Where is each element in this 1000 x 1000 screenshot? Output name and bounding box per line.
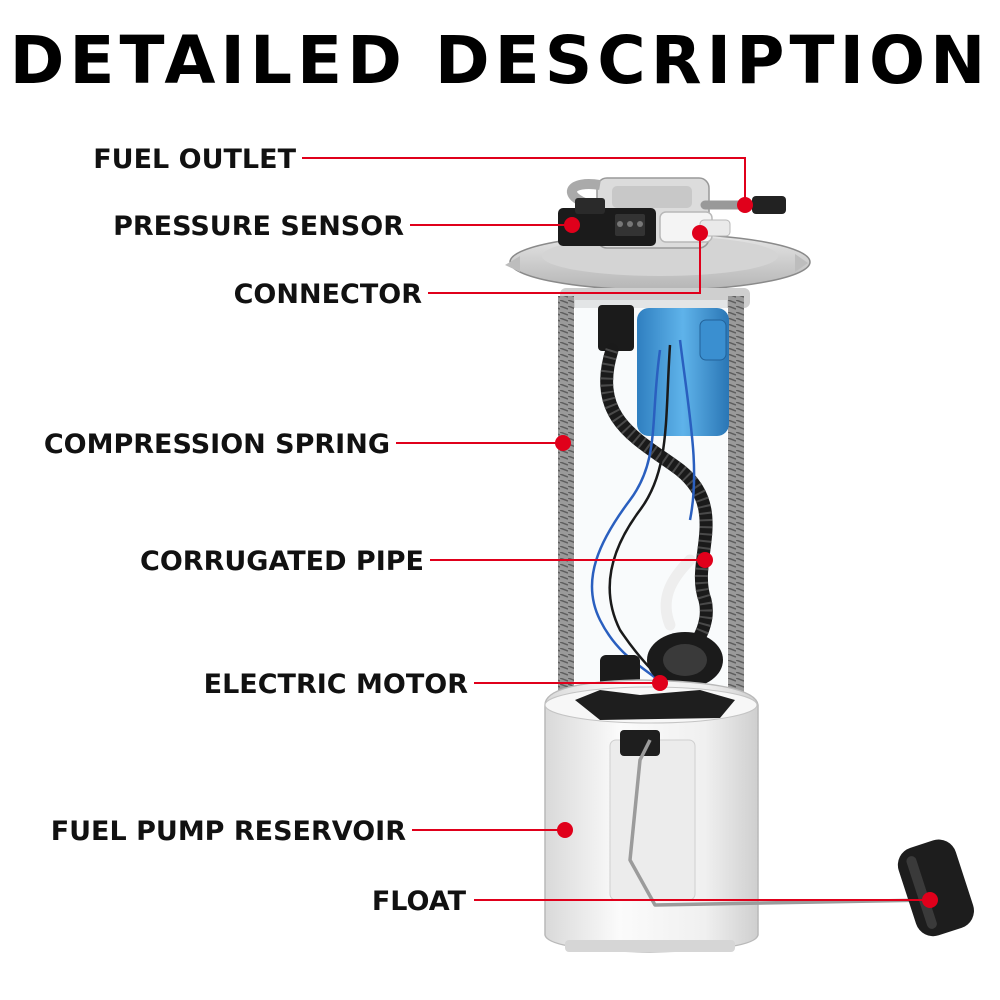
pressure-sensor-part: [558, 198, 656, 246]
label-pressure-sensor: PRESSURE SENSOR: [113, 211, 404, 242]
marker-pressure-sensor: [564, 217, 580, 233]
reservoir-cup: [544, 679, 759, 953]
label-corrugated-pipe: CORRUGATED PIPE: [140, 546, 424, 577]
marker-corrugated-pipe: [697, 552, 713, 568]
label-fuel-outlet: FUEL OUTLET: [93, 144, 296, 175]
labels: FUEL OUTLET PRESSURE SENSOR CONNECTOR CO…: [44, 144, 468, 917]
white-tube: [660, 554, 696, 631]
label-fuel-pump-reservoir: FUEL PUMP RESERVOIR: [51, 816, 407, 847]
label-compression-spring: COMPRESSION SPRING: [44, 429, 390, 460]
float-part: [897, 839, 974, 937]
leader-fuel-outlet: [302, 157, 746, 205]
float-arm: [628, 739, 931, 907]
relay-block: [598, 305, 634, 351]
marker-fuel-outlet: [737, 197, 753, 213]
label-float: FLOAT: [372, 886, 467, 917]
label-connector: CONNECTOR: [234, 279, 423, 310]
page-title: DETAILED DESCRIPTION: [9, 22, 991, 99]
marker-float: [922, 892, 938, 908]
marker-electric-motor: [652, 675, 668, 691]
marker-connector: [692, 225, 708, 241]
compression-spring-right: [728, 296, 744, 721]
leader-lines: [302, 157, 938, 908]
compression-spring-left: [558, 296, 574, 721]
label-electric-motor: ELECTRIC MOTOR: [204, 669, 469, 700]
leader-connector: [428, 233, 701, 294]
marker-compression-spring: [555, 435, 571, 451]
marker-fuel-pump-reservoir: [557, 822, 573, 838]
fuel-pump-assembly: [505, 177, 974, 953]
